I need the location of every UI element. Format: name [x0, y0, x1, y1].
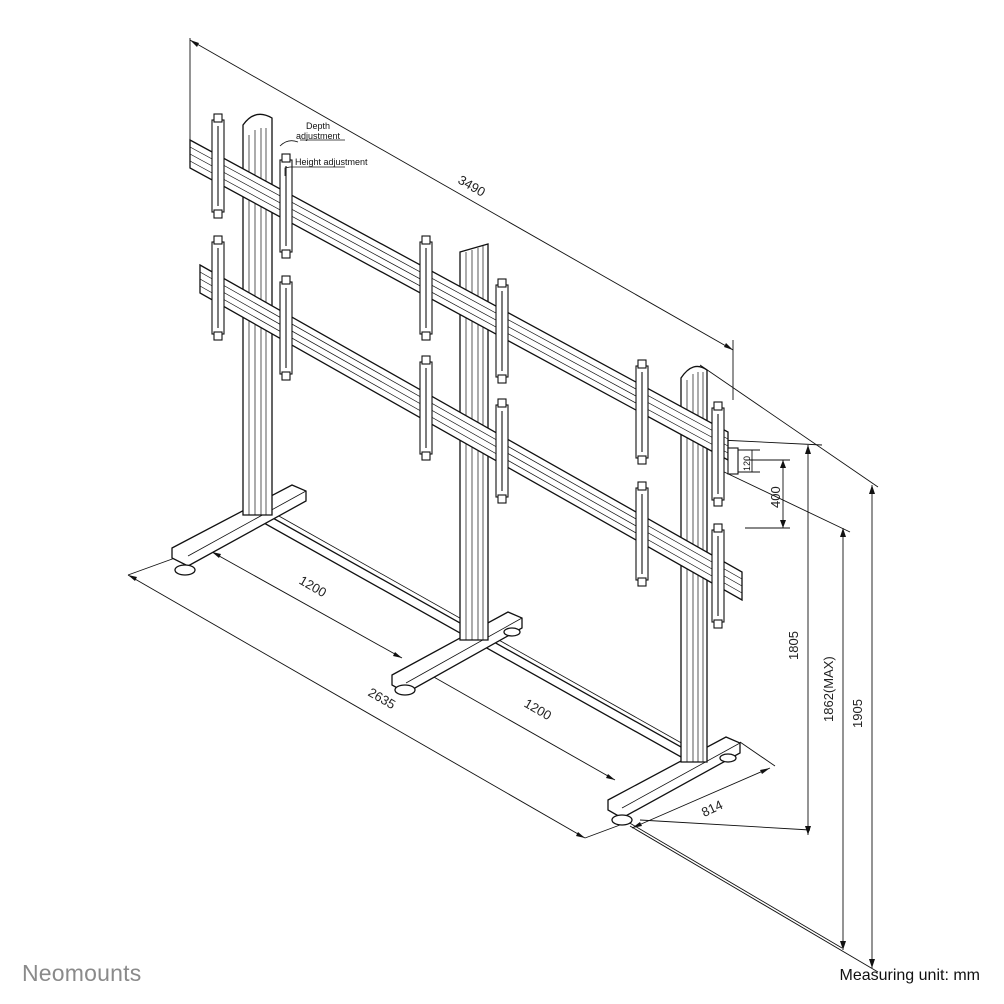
dimension-base-length: 2635: [366, 685, 399, 712]
vesa-brackets: [211, 113, 739, 629]
dimension-vesa-120: 120: [742, 456, 752, 471]
dimension-height: 1805: [786, 631, 801, 660]
bracket: [419, 235, 433, 341]
bracket: [711, 401, 725, 507]
bracket: [279, 153, 293, 259]
dimension-total-height: 1905: [850, 699, 865, 728]
bracket: [211, 113, 225, 219]
measuring-unit-note: Measuring unit: mm: [839, 967, 981, 984]
rail-lower: [199, 263, 743, 602]
depth-adjustment-label-2: adjustment: [296, 131, 341, 141]
dimension-foot-depth: 814: [699, 797, 725, 820]
dimension-base-spacing-left: 1200: [297, 573, 330, 600]
bracket: [495, 398, 509, 504]
bracket: [211, 235, 225, 341]
bracket: [635, 359, 649, 465]
dimension-base-spacing-right: 1200: [522, 696, 555, 723]
depth-adjustment-label-1: Depth: [306, 121, 330, 131]
bracket: [635, 481, 649, 587]
dimension-vesa-400: 400: [768, 486, 783, 508]
bracket: [279, 275, 293, 381]
bracket: [711, 523, 725, 629]
brand-logo-text: Neomounts: [22, 960, 142, 986]
bracket: [419, 355, 433, 461]
dimension-height-max: 1862(MAX): [821, 656, 836, 722]
height-adjustment-label: Height adjustment: [295, 157, 368, 167]
callout-lines: [279, 139, 345, 176]
dimension-lines: [127, 38, 879, 973]
dimension-total-width: 3490: [456, 172, 489, 199]
bracket: [495, 278, 509, 384]
